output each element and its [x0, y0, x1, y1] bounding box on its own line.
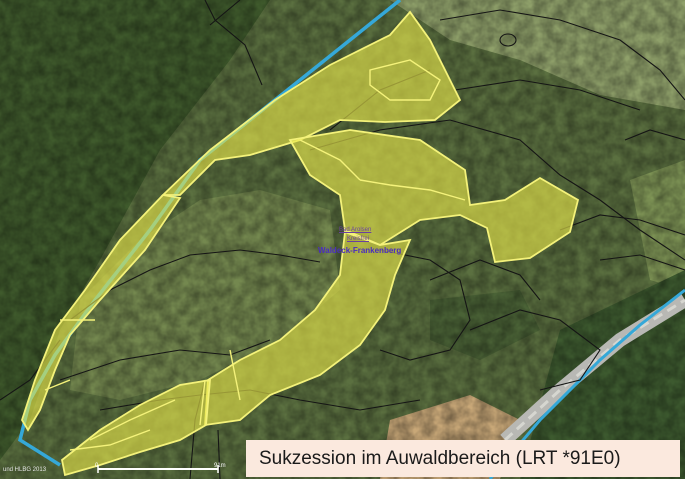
habitat-south-strip	[61, 378, 211, 477]
district-label: Kreisfrei	[347, 236, 370, 242]
scale-end-label: 91m	[214, 463, 226, 469]
copyright-label: und HLBG 2013	[3, 467, 47, 473]
habitat-inner-lines	[44, 59, 466, 451]
river-east	[488, 288, 685, 479]
habitat-center-east	[288, 129, 580, 263]
scale-bar	[97, 465, 219, 473]
scale-start-label: 0	[95, 463, 99, 469]
habitat-strip-north	[160, 10, 462, 196]
habitat-polygons	[21, 10, 580, 477]
habitat-central-arm	[204, 230, 412, 427]
region-label: Waldeck-Frankenberg	[318, 246, 402, 255]
municipality-label: Bad Arolsen	[339, 227, 372, 233]
caption-text: Sukzession im Auwaldbereich (LRT *91E0)	[259, 447, 621, 469]
habitat-west-strip	[21, 194, 182, 432]
caption-box: Sukzession im Auwaldbereich (LRT *91E0)	[246, 440, 680, 477]
